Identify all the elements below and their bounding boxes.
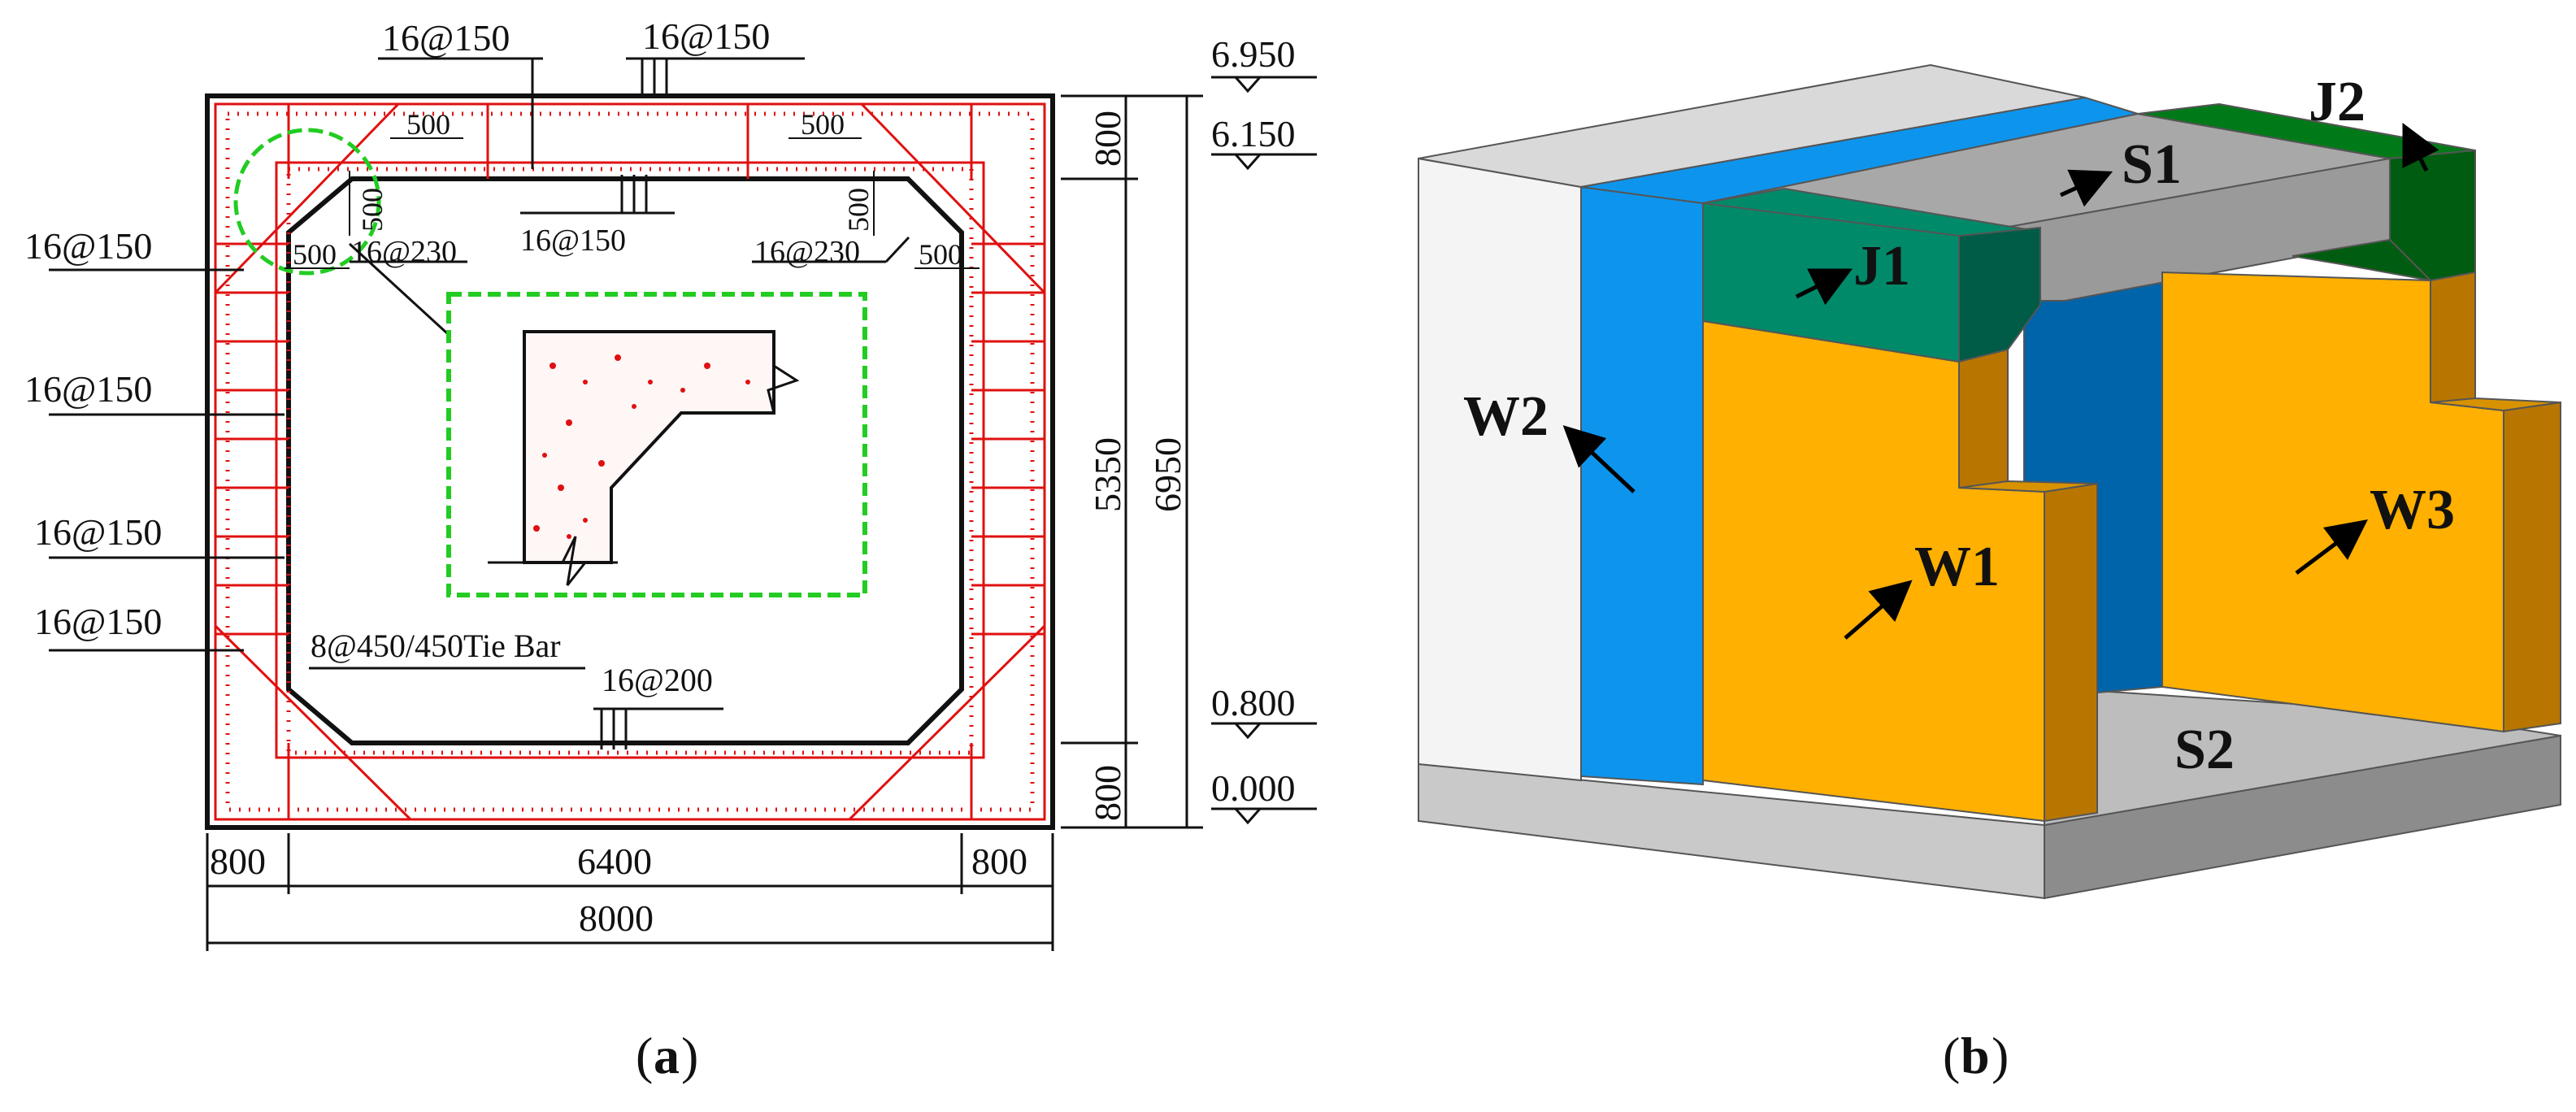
bottom-dimension-lines <box>206 833 1054 951</box>
joint-j1-side <box>1958 226 2041 363</box>
caption-b: ( b ) <box>1943 1027 2009 1084</box>
wall-w3-side-upper <box>2430 271 2476 403</box>
elevation-0800: 0.800 <box>1211 682 1296 723</box>
dim-top-slab: 800 <box>1087 111 1128 167</box>
dim-bottom-slab: 800 <box>1087 765 1128 821</box>
tie-bar-label: 8@450/450Tie Bar <box>311 628 561 664</box>
panel-b-arrows <box>1562 123 2439 640</box>
dim-right-wall: 800 <box>971 841 1027 882</box>
svg-text:b: b <box>1961 1027 1990 1084</box>
svg-text:(: ( <box>636 1027 653 1084</box>
label-s2: S2 <box>2174 719 2235 781</box>
haunch-dim-boxes <box>285 137 980 269</box>
svg-text:(: ( <box>1943 1027 1960 1084</box>
label-s1: S1 <box>2122 133 2182 196</box>
detail-section <box>488 330 800 586</box>
wall-w2-outer <box>1418 157 1582 782</box>
label-j2: J2 <box>2309 71 2365 133</box>
rebar-label-top-left: 16@150 <box>382 17 510 59</box>
rebar-label-left-2: 16@150 <box>24 368 152 410</box>
elevation-6950: 6.950 <box>1211 33 1296 75</box>
detail-box <box>446 292 867 597</box>
arrow-w2 <box>1562 425 1636 493</box>
svg-text:): ) <box>681 1027 698 1084</box>
svg-text:a: a <box>654 1027 680 1084</box>
wall-ties-left <box>215 242 289 636</box>
rebar-label-left-4: 16@150 <box>34 601 162 642</box>
outer-boundary <box>205 93 1055 830</box>
panel-b-labels: W2 J1 S1 J2 W1 W3 S2 ( b ) <box>1463 71 2455 1084</box>
haunch-dim-tl-bottom: 500 <box>293 238 337 271</box>
wall-w1-side-lower <box>2044 482 2098 823</box>
elevation-markers <box>1211 76 1317 825</box>
wall-w2-blue <box>1580 185 1704 786</box>
haunch-dim-tr-bottom: 500 <box>919 238 962 271</box>
inner-cavity <box>286 176 964 745</box>
arrow-w1 <box>1844 580 1913 640</box>
wall-ties-right <box>971 242 1045 636</box>
dim-total-width: 8000 <box>579 897 654 939</box>
svg-text:): ) <box>1992 1027 2009 1084</box>
panel-a-labels: 16@150 16@150 16@150 16@150 16@150 16@15… <box>24 15 1296 1084</box>
label-j1: J1 <box>1853 235 1910 298</box>
detail-circle <box>233 128 381 276</box>
rebar-label-haunch-right: 16@230 <box>754 235 860 269</box>
haunch-dim-tl-top: 500 <box>406 108 450 141</box>
haunch-dim-tr-side: 500 <box>842 188 875 232</box>
right-dimension-lines <box>1061 94 1203 829</box>
rebar-label-left-1: 16@150 <box>24 225 152 267</box>
haunch-dim-tr-top: 500 <box>801 108 845 141</box>
dim-inner-width: 6400 <box>577 841 652 882</box>
haunch-dim-tl-side: 500 <box>356 188 389 232</box>
label-w3: W3 <box>2370 479 2455 541</box>
dim-inner-height: 5350 <box>1087 437 1128 512</box>
label-w1: W1 <box>1914 536 2000 598</box>
rebar-label-bottom-inner: 16@200 <box>602 662 713 698</box>
arrow-j1 <box>1795 268 1853 306</box>
caption-a: ( a ) <box>636 1027 698 1084</box>
rebar-label-top-inner: 16@150 <box>520 224 626 258</box>
leader-lines <box>49 57 910 749</box>
rebar-label-left-3: 16@150 <box>34 511 162 553</box>
elevation-6150: 6.150 <box>1211 113 1296 154</box>
dim-total-height: 6950 <box>1147 437 1188 512</box>
panel-a-drawing <box>49 57 1317 951</box>
dim-left-wall: 800 <box>210 841 266 882</box>
rebar-cage <box>214 102 1046 821</box>
wall-w1-side-upper <box>1958 348 2009 489</box>
elevation-0000: 0.000 <box>1211 767 1296 809</box>
arrow-j2 <box>2402 123 2439 172</box>
wall-w3-step <box>2430 397 2561 412</box>
panel-b-model <box>1418 63 2561 900</box>
arrow-s1 <box>2059 169 2113 207</box>
rebar-label-top-right: 16@150 <box>642 15 770 57</box>
wall-w3-side-lower <box>2503 401 2561 733</box>
arrow-w3 <box>2295 519 2368 575</box>
wall-w1-step <box>1958 480 2098 493</box>
label-w2: W2 <box>1463 385 1549 448</box>
rebar-label-haunch-left: 16@230 <box>351 235 457 269</box>
